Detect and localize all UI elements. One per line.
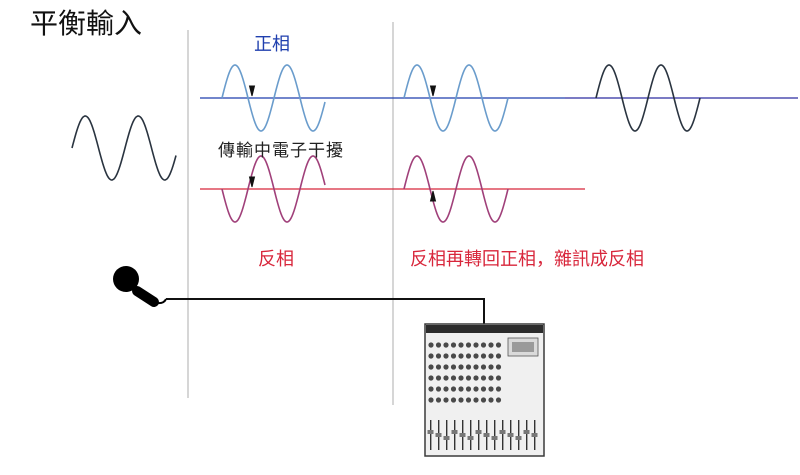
negative-phase-wave <box>221 155 326 223</box>
noise-spike-negative <box>248 176 256 188</box>
mixer-console-icon <box>424 323 545 457</box>
noise-spike-negative-inverted <box>429 190 437 202</box>
negative-phase-label: 反相 <box>258 249 294 270</box>
positive-phase-label: 正相 <box>254 34 290 55</box>
noise-spike-positive-after <box>429 85 437 97</box>
source-signal-wave <box>71 115 177 181</box>
positive-phase-wave <box>221 64 326 132</box>
diagram-title: 平衡輸入 <box>30 7 143 40</box>
result-label: 反相再轉回正相，雜訊成反相 <box>410 249 644 270</box>
noise-label: 傳輸中電子干擾 <box>218 141 344 161</box>
negative-phase-wave-after <box>403 155 509 223</box>
output-signal-wave <box>595 64 701 132</box>
microphone-icon <box>113 266 167 307</box>
positive-phase-wave-after <box>403 64 509 132</box>
noise-spike-positive <box>248 85 256 97</box>
microphone-cable <box>166 298 485 326</box>
